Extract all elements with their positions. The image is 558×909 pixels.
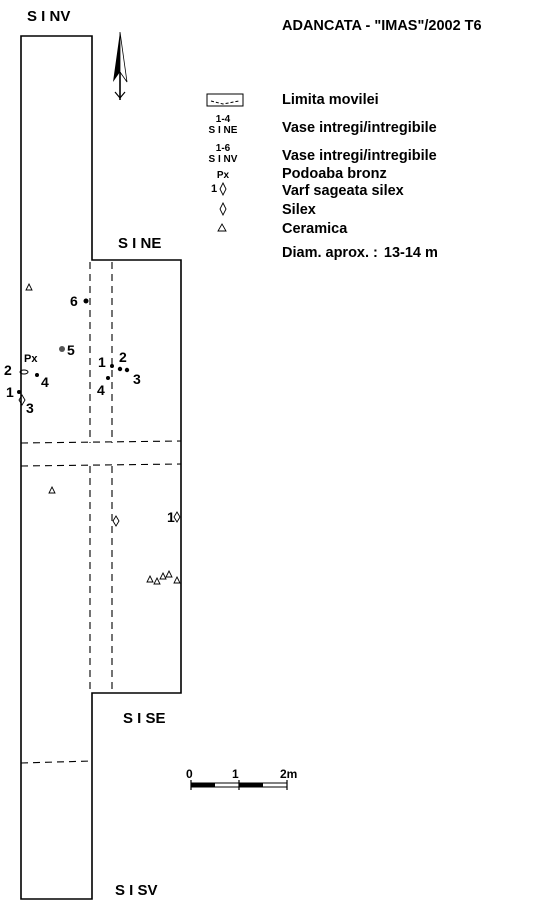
vessel-marker [17, 390, 21, 394]
find-label-3: 3 [133, 371, 141, 387]
find-label-1: 1 [6, 384, 14, 400]
vessel-marker [124, 367, 130, 373]
finds-ne: 1 2 3 4 [97, 349, 141, 398]
find-label-3: 3 [26, 400, 34, 416]
plan-title: ADANCATA - "IMAS"/2002 T6 [282, 18, 482, 34]
diameter-value: 13-14 m [383, 245, 438, 261]
scale-bar: 0 1 2m [186, 767, 297, 790]
legend-label-vessels-nv: Vase intregi/intregibile [282, 148, 437, 164]
find-label-5: 5 [67, 342, 75, 358]
bronze-ornament-marker [19, 369, 29, 375]
scale-tick-1: 1 [232, 767, 239, 781]
ceramic-marker [48, 485, 56, 494]
flint-marker [112, 515, 120, 527]
find-label-2: 2 [119, 349, 127, 365]
trench-outline [20, 35, 182, 900]
finds-nv: 6 5 2 Px 4 1 3 [4, 282, 89, 494]
find-label-px: Px [24, 353, 38, 365]
flint-arrowhead-marker [173, 511, 181, 523]
vessel-marker [117, 366, 123, 372]
finds-se: 1 [112, 509, 181, 585]
legend-label-bronze: Podoaba bronz [282, 166, 387, 182]
legend-label-mound-limit: Limita movilei [282, 92, 379, 108]
corner-label-se: S I SE [123, 710, 166, 727]
find-label-arrowhead-1: 1 [167, 509, 175, 525]
corner-label-sv: S I SV [115, 882, 158, 899]
diameter-note: Diam. aprox. : 13-14 m [282, 245, 438, 261]
scale-tick-2m: 2m [280, 767, 297, 781]
find-label-1: 1 [98, 354, 106, 370]
diamond-icon [219, 181, 227, 197]
vessel-marker [59, 346, 65, 352]
legend-label-ceramics: Ceramica [282, 221, 348, 237]
scale-tick-0: 0 [186, 767, 193, 781]
legend-symbol-line: S I NV [208, 154, 238, 165]
find-label-2: 2 [4, 362, 12, 378]
ceramic-marker [173, 575, 181, 584]
ceramic-marker [165, 569, 173, 578]
corner-label-ne: S I NE [118, 235, 161, 252]
divider-horizontal-lower [20, 463, 182, 467]
legend-symbol-line: 1-4 [215, 114, 231, 125]
legend-symbol-line: 1-6 [215, 143, 231, 154]
find-label-4: 4 [41, 374, 49, 390]
vessel-marker [35, 373, 39, 377]
vessel-marker [110, 364, 114, 368]
legend-symbol-bronze: Px [216, 170, 230, 181]
vessel-marker [106, 376, 110, 380]
legend-symbol-arrowhead: 1 [210, 183, 218, 195]
mound-limit-south [20, 760, 93, 764]
legend-label-arrowhead: Varf sageata silex [282, 183, 404, 199]
corner-label-nv: S I NV [27, 8, 70, 25]
ceramic-marker [146, 574, 154, 583]
ceramic-marker [153, 576, 161, 585]
legend-icons [206, 93, 244, 232]
triangle-icon [217, 223, 227, 232]
divider-horizontal-upper [20, 440, 182, 444]
legend-symbol-line: S I NE [208, 125, 238, 136]
section-dividers [20, 262, 182, 764]
ceramic-marker [25, 282, 33, 291]
ceramic-marker [159, 571, 167, 580]
north-arrow-icon [113, 31, 128, 100]
find-label-4: 4 [97, 382, 105, 398]
vessel-marker [83, 298, 89, 304]
legend-label-flint: Silex [282, 202, 316, 218]
dashed-box-icon [206, 93, 244, 107]
diamond-icon [219, 201, 227, 217]
flint-marker [18, 394, 26, 406]
diameter-label: Diam. aprox. : [282, 245, 378, 261]
legend-label-vessels-ne: Vase intregi/intregibile [282, 120, 437, 136]
find-label-6: 6 [70, 293, 78, 309]
